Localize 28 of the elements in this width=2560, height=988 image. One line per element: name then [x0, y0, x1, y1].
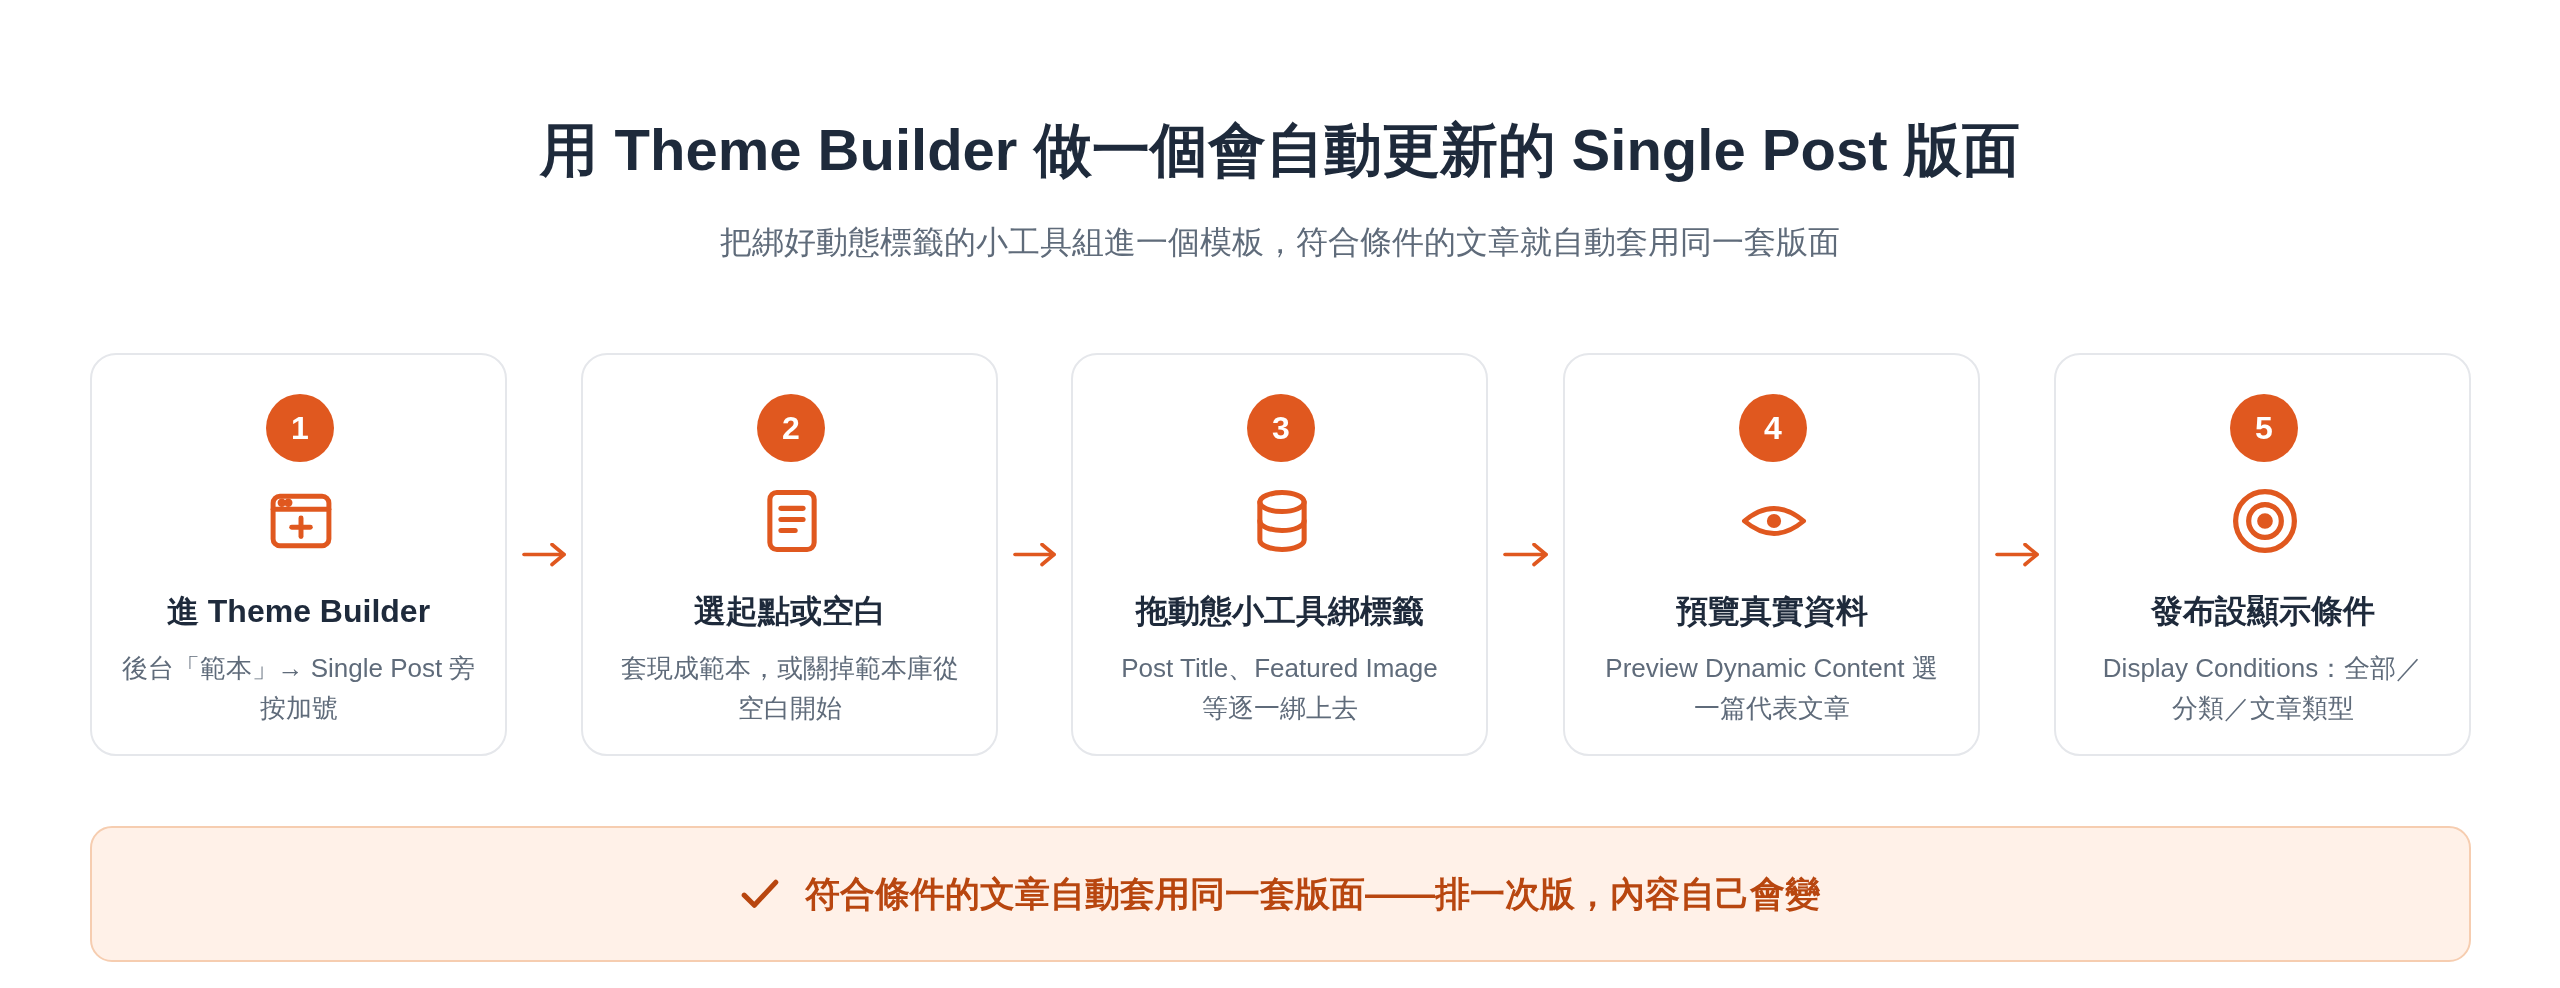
arrow [1013, 542, 1056, 567]
step-description: 套現成範本，或關掉範本庫從空白開始 [619, 652, 960, 725]
step-card [1071, 353, 1488, 756]
step-description: Display Conditions：全部／分類／文章類型 [2101, 652, 2424, 725]
step-number: 3 [1247, 394, 1315, 462]
arrow [1503, 542, 1548, 567]
step-card [90, 353, 507, 756]
summary-text: 符合條件的文章自動套用同一套版面——排一次版，內容自己會變 [805, 873, 1820, 915]
arrow [1995, 542, 2039, 567]
arrow [522, 542, 566, 567]
step-title: 發布設顯示條件 [2150, 592, 2375, 631]
step-title: 進 Theme Builder [166, 592, 431, 631]
step-title: 預覽真實資料 [1675, 592, 1868, 631]
step-number: 5 [2230, 394, 2298, 462]
page-title: 用 Theme Builder 做一個會自動更新的 Single Post 版面 [540, 116, 2020, 184]
step-description: 後台「範本」→ Single Post 旁按加號 [120, 652, 477, 725]
step-card [581, 353, 998, 756]
step-card [2054, 353, 2471, 756]
step-number: 4 [1739, 394, 1807, 462]
step-card [1563, 353, 1980, 756]
step-title: 拖動態小工具綁標籤 [1135, 592, 1424, 631]
summary-banner [90, 826, 2471, 962]
step-number: 1 [266, 394, 334, 462]
step-description: Preview Dynamic Content 選一篇代表文章 [1604, 652, 1939, 725]
step-description: Post Title、Featured Image 等逐一綁上去 [1120, 652, 1439, 725]
subtitle: 把綁好動態標籤的小工具組進一個模板，符合條件的文章就自動套用同一套版面 [720, 223, 1840, 262]
step-title: 選起點或空白 [693, 592, 886, 631]
step-number: 2 [757, 394, 825, 462]
